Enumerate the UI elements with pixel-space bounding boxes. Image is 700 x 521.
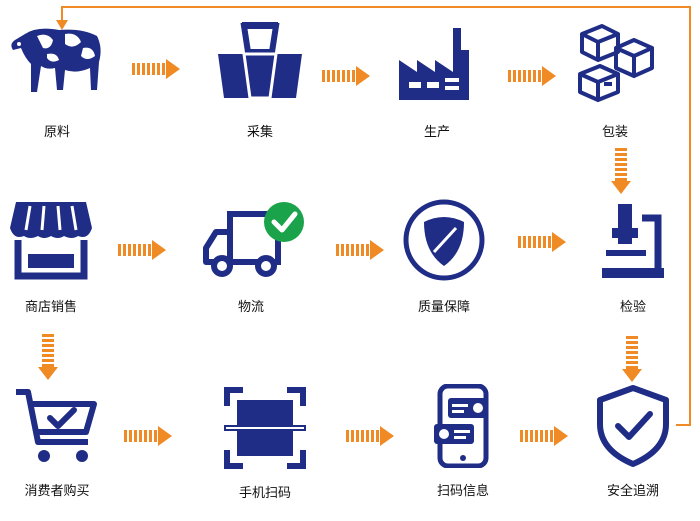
flow-arrow [124,426,172,446]
step-quality-assurance: 质量保障 [379,196,509,316]
step-label: 原料 [43,125,70,140]
step-scan-info: 扫码信息 [398,384,528,504]
flow-arrow [118,240,166,260]
step-label: 商店销售 [24,300,77,315]
step-production: 生产 [372,18,502,140]
flow-arrow [518,232,566,252]
cow-icon [11,28,101,93]
flow-arrow [508,66,556,86]
microscope-icon [602,204,664,278]
step-label: 扫码信息 [436,484,489,499]
step-phone-scan: 手机扫码 [200,384,330,504]
flow-arrow [520,426,568,446]
step-collect: 采集 [195,18,325,140]
flow-arrow [346,426,394,446]
barcode-scan-icon [224,387,306,469]
boxes-icon [578,24,654,102]
flow-arrow [336,240,384,260]
buckets-icon [218,22,302,100]
store-icon [10,202,92,280]
step-safety-traceability: 安全追溯 [568,384,698,504]
step-inspection: 检验 [568,196,698,316]
flow-arrow [322,66,370,86]
step-raw-material: 原料 [0,18,122,140]
shield-badge-icon [403,199,485,281]
truck-check-icon [203,202,304,277]
step-label: 消费者购买 [24,484,90,499]
step-label: 物流 [237,300,264,315]
step-store-sales: 商店销售 [0,196,116,316]
flow-arrow-down [38,334,58,380]
step-label: 包装 [601,125,628,140]
cart-icon [16,389,97,462]
phone-info-icon [434,384,489,468]
flow-arrow-down [622,336,642,382]
step-logistics: 物流 [186,196,316,316]
flow-arrow [132,59,180,79]
step-label: 质量保障 [417,300,470,315]
step-label: 生产 [423,125,450,140]
flow-arrow-down [611,148,631,194]
step-label: 安全追溯 [606,484,659,499]
step-label: 检验 [619,300,646,315]
step-label: 采集 [246,125,273,140]
shield-check-icon [597,385,669,467]
step-packaging: 包装 [550,18,680,140]
factory-icon [399,28,469,100]
step-label: 手机扫码 [238,486,291,501]
step-consumer-purchase: 消费者购买 [0,384,122,504]
